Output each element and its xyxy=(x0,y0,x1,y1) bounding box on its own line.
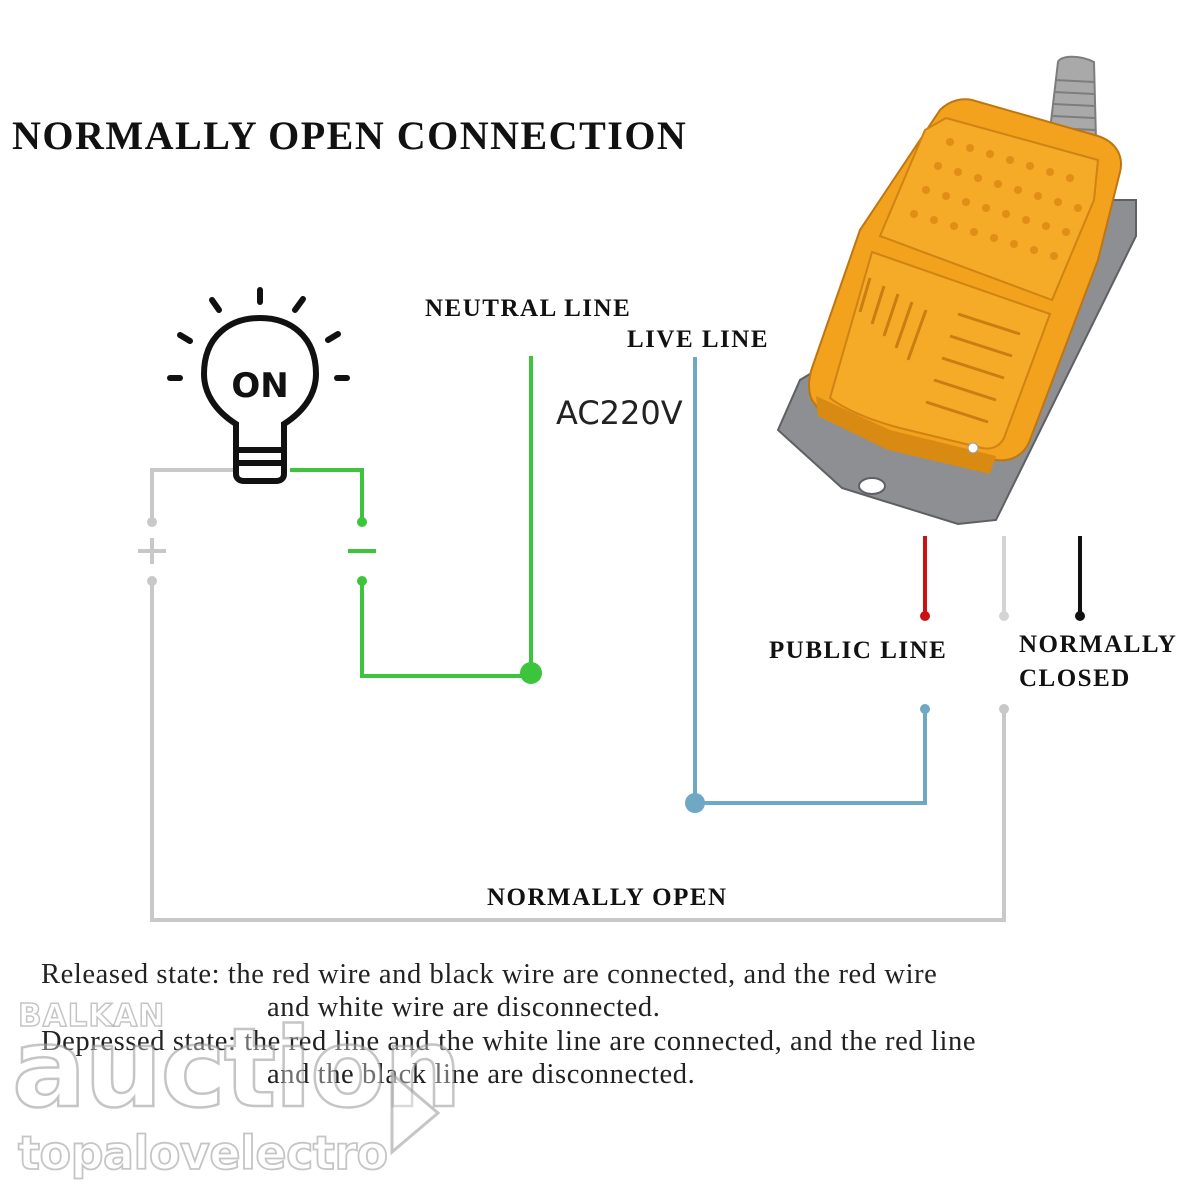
released-state-text: Released state: the red wire and black w… xyxy=(41,959,938,990)
diagram-title: NORMALLY OPEN CONNECTION xyxy=(12,113,688,158)
bulb-on-text: ON xyxy=(231,366,288,406)
watermark-play-icon xyxy=(390,1070,441,1156)
watermark-auction: auction xyxy=(11,1003,463,1134)
watermark-balkan: BALKAN xyxy=(17,997,166,1035)
normally-open-label: NORMALLY OPEN xyxy=(487,884,728,911)
neutral-line-label: NEUTRAL LINE xyxy=(425,295,632,322)
white-wire xyxy=(999,536,1009,621)
normally-closed-label-line2: CLOSED xyxy=(1019,665,1131,692)
black-wire xyxy=(1075,536,1085,621)
depressed-state-text: Depressed state: the red line and the wh… xyxy=(41,1026,977,1057)
watermark-seller: topalovelectro xyxy=(17,1125,389,1181)
light-bulb-icon xyxy=(167,287,350,484)
normally-closed-label: NORMALLY CLOSED xyxy=(1019,628,1177,696)
depressed-state-text-cont: and the black line are disconnected. xyxy=(267,1059,696,1090)
red-wire xyxy=(920,536,930,621)
live-line-label: LIVE LINE xyxy=(627,326,770,353)
live-wire xyxy=(685,357,930,813)
voltage-label: AC220V xyxy=(556,394,683,432)
normally-closed-label-line1: NORMALLY xyxy=(1019,631,1178,658)
foot-pedal-switch xyxy=(776,55,1137,526)
neutral-wire xyxy=(290,356,542,684)
released-state-text-cont: and white wire are disconnected. xyxy=(267,992,661,1023)
normally-open-wire xyxy=(138,468,1009,922)
public-line-label: PUBLIC LINE xyxy=(769,637,948,664)
